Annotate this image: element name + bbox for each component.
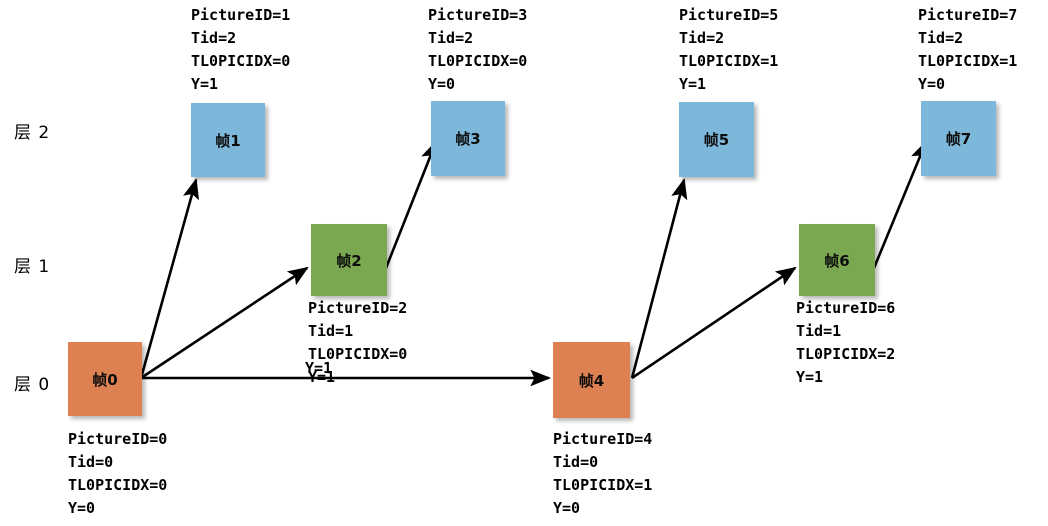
metadata-line: Y=0 bbox=[553, 499, 581, 517]
node-label-frame5: 帧5 bbox=[703, 131, 730, 149]
edge-frame2-to-frame3 bbox=[384, 140, 438, 269]
node-label-frame3: 帧3 bbox=[455, 130, 481, 148]
node-frame3[interactable]: 帧3 bbox=[431, 101, 505, 176]
metadata-line: Y=1 bbox=[679, 75, 707, 93]
node-frame7[interactable]: 帧7 bbox=[921, 101, 996, 176]
node-label-frame2: 帧2 bbox=[336, 251, 362, 270]
metadata-line: PictureID=5 bbox=[679, 6, 779, 24]
metadata-line: Y=0 bbox=[68, 499, 96, 517]
metadata-line: Tid=0 bbox=[553, 453, 599, 471]
metadata-line: Tid=2 bbox=[191, 29, 237, 47]
metadata-line: Tid=2 bbox=[679, 29, 725, 47]
metadata-line: Tid=2 bbox=[428, 29, 474, 47]
metadata-line: TL0PICIDX=2 bbox=[796, 345, 896, 363]
metadata-line: TL0PICIDX=0 bbox=[68, 476, 168, 494]
edge-frame0-to-frame2 bbox=[140, 266, 309, 380]
metadata-line: Tid=0 bbox=[68, 453, 114, 471]
node-frame2[interactable]: 帧2 bbox=[311, 224, 387, 296]
metadata-line: TL0PICIDX=0 bbox=[308, 345, 408, 363]
edge-frame4-to-frame6 bbox=[631, 266, 797, 380]
metadata-line: TL0PICIDX=0 bbox=[191, 52, 291, 70]
layer-label-1: 层 1 bbox=[14, 257, 51, 277]
metadata-line: PictureID=0 bbox=[68, 430, 168, 448]
metadata-line: PictureID=1 bbox=[191, 6, 291, 24]
node-label-frame7: 帧7 bbox=[945, 130, 972, 148]
metadata-line: Y=1 bbox=[191, 75, 219, 93]
metadata-line: Tid=1 bbox=[308, 322, 354, 340]
node-frame5[interactable]: 帧5 bbox=[679, 102, 754, 177]
metadata-line: PictureID=3 bbox=[428, 6, 528, 24]
node-label-frame0: 帧0 bbox=[92, 370, 118, 389]
metadata-line: Y=0 bbox=[428, 75, 456, 93]
metadata-line: Y=1 bbox=[308, 368, 336, 386]
metadata-line: TL0PICIDX=1 bbox=[553, 476, 653, 494]
layer-label-2: 层 0 bbox=[14, 375, 51, 395]
edge-frame6-to-frame7 bbox=[872, 140, 928, 269]
node-label-frame4: 帧4 bbox=[578, 371, 605, 390]
metadata-line: Y=0 bbox=[918, 75, 946, 93]
metadata-line: Tid=2 bbox=[918, 29, 964, 47]
metadata-line: PictureID=6 bbox=[796, 299, 896, 317]
node-frame6[interactable]: 帧6 bbox=[799, 224, 875, 296]
node-frame4[interactable]: 帧4 bbox=[553, 342, 630, 418]
metadata-line: Tid=1 bbox=[796, 322, 842, 340]
metadata-line: TL0PICIDX=1 bbox=[918, 52, 1018, 70]
node-frame0[interactable]: 帧0 bbox=[68, 342, 142, 416]
metadata-line: TL0PICIDX=0 bbox=[428, 52, 528, 70]
metadata-line: PictureID=7 bbox=[918, 6, 1018, 24]
edge-frame0-to-frame1 bbox=[139, 177, 200, 379]
edge-note-note-y1: Y=1 bbox=[305, 359, 333, 377]
metadata-line: PictureID=2 bbox=[308, 299, 408, 317]
metadata-line: Y=1 bbox=[796, 368, 824, 386]
layer-label-0: 层 2 bbox=[14, 123, 51, 143]
metadata-line: PictureID=4 bbox=[553, 430, 653, 448]
node-label-frame1: 帧1 bbox=[215, 131, 241, 150]
node-frame1[interactable]: 帧1 bbox=[191, 103, 265, 177]
node-label-frame6: 帧6 bbox=[824, 251, 850, 270]
metadata-line: TL0PICIDX=1 bbox=[679, 52, 779, 70]
edge-frame4-to-frame5 bbox=[630, 177, 688, 379]
